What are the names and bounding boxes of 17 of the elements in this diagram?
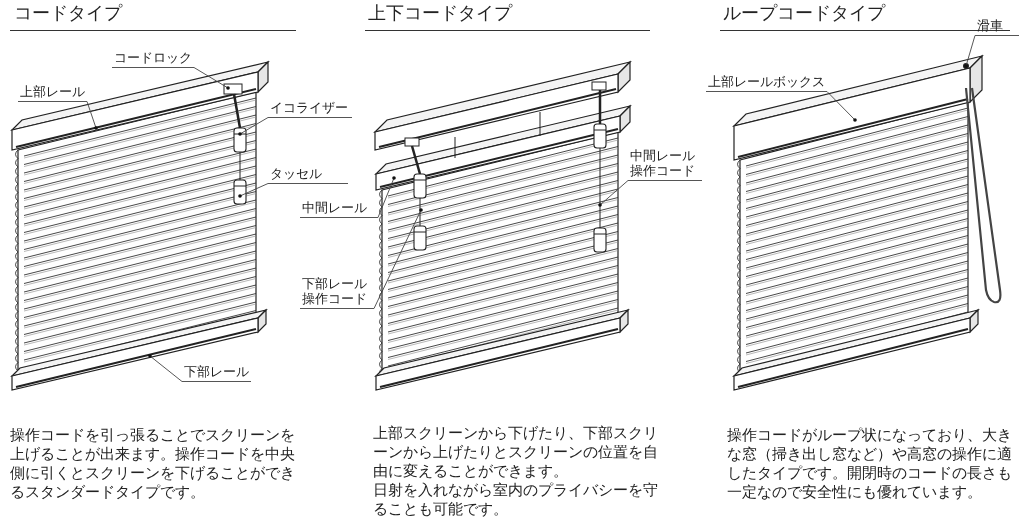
part-label: イコライザー xyxy=(268,100,352,118)
panel-title: コードタイプ xyxy=(14,2,122,24)
part-label: コードロック xyxy=(112,50,194,68)
description-text: 上部スクリーンから下げたり、下部スクリーンから上げたりとスクリーンの位置を自由に変えることができます。 xyxy=(373,424,659,481)
part-label: 滑車 xyxy=(975,18,1019,36)
description-text: 操作コードを引っ張ることでスクリーンを上げることが出来ます。操作コードを中央側に引くとスクリーンを下げることができるスタンダードタイプです。 xyxy=(10,426,296,502)
part-label: 下部レール xyxy=(182,364,251,382)
part-label: 上部レール xyxy=(18,84,87,102)
part-label: タッセル xyxy=(268,166,348,184)
panel-title: 上下コードタイプ xyxy=(368,2,512,24)
panel-title: ループコードタイプ xyxy=(723,2,885,24)
description-text: 操作コードがループ状になっており、大きな窓（掃き出し窓など）や高窓の操作に適したタイプです。開閉時のコードの長さも一定なので安全性にも優れています。 xyxy=(727,426,1013,502)
part-label: 下部レール操作コード xyxy=(300,276,374,309)
part-label: 中間レール操作コード xyxy=(628,148,702,181)
part-label: 中間レール xyxy=(300,200,378,218)
description-text: 日射を入れながら室内のプライバシーを守ることも可能です。 xyxy=(373,481,659,519)
part-label: 上部レールボックス xyxy=(706,74,827,92)
